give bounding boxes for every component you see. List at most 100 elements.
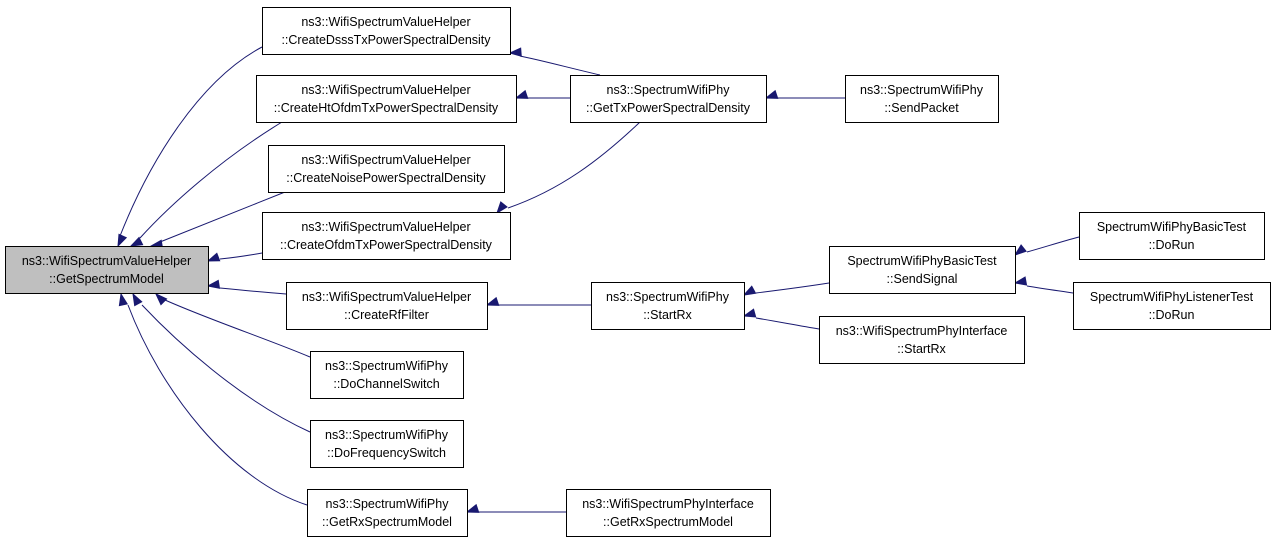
node-getrxspectrummodel[interactable]: ns3::SpectrumWifiPhy::GetRxSpectrumModel (307, 489, 468, 537)
node-label-line2: ::GetRxSpectrumModel (322, 515, 452, 529)
node-label-line1: ns3::WifiSpectrumValueHelper (302, 290, 471, 304)
node-box[interactable] (829, 246, 1016, 294)
edge-createofdm-to-getspectrummodel (219, 252, 263, 260)
node-box[interactable] (1073, 282, 1271, 330)
edges-layer (117, 46, 1080, 513)
node-label-line1: ns3::SpectrumWifiPhy (325, 428, 449, 442)
arrow-head-icon (742, 308, 757, 318)
node-createdsss[interactable]: ns3::WifiSpectrumValueHelper::CreateDsss… (262, 7, 511, 55)
node-label-line2: ::CreateDsssTxPowerSpectralDensity (281, 33, 491, 47)
node-box[interactable] (591, 282, 745, 330)
node-label-line1: ns3::WifiSpectrumValueHelper (301, 83, 470, 97)
node-label-line2: ::CreateRfFilter (344, 308, 429, 322)
node-label-line1: ns3::SpectrumWifiPhy (607, 83, 731, 97)
edge-listenerdorun-to-sendsignal (1026, 285, 1074, 294)
arrow-head-icon (117, 233, 128, 248)
arrow-head-icon (118, 292, 129, 307)
node-createofdm[interactable]: ns3::WifiSpectrumValueHelper::CreateOfdm… (262, 212, 511, 260)
node-box[interactable] (310, 351, 464, 399)
node-box[interactable] (310, 420, 464, 468)
arrow-head-icon (206, 252, 221, 262)
node-label-line1: SpectrumWifiPhyListenerTest (1090, 290, 1254, 304)
edge-gettxpsd-to-createofdm (507, 121, 641, 209)
arrow-head-icon (206, 279, 221, 289)
node-box[interactable] (570, 75, 767, 123)
node-box[interactable] (307, 489, 468, 537)
edge-dofrequencyswitch-to-getspectrummodel (141, 304, 311, 433)
arrow-head-icon (485, 296, 500, 306)
arrow-head-icon (465, 503, 480, 513)
arrow-head-icon (496, 201, 508, 215)
node-label-line2: ::SendPacket (884, 101, 959, 115)
node-label-line2: ::CreateOfdmTxPowerSpectralDensity (280, 238, 493, 252)
node-sendsignal[interactable]: SpectrumWifiPhyBasicTest::SendSignal (829, 246, 1016, 294)
arrow-head-icon (764, 89, 779, 99)
node-box[interactable] (845, 75, 999, 123)
node-label-line2: ::CreateNoisePowerSpectralDensity (286, 171, 486, 185)
node-box[interactable] (819, 316, 1025, 364)
edge-basicdorun-to-sendsignal (1026, 236, 1080, 253)
node-createrffilter[interactable]: ns3::WifiSpectrumValueHelper::CreateRfFi… (286, 282, 488, 330)
node-dofrequencyswitch[interactable]: ns3::SpectrumWifiPhy::DoFrequencySwitch (310, 420, 464, 468)
node-label-line1: ns3::SpectrumWifiPhy (860, 83, 984, 97)
node-label-line2: ::GetRxSpectrumModel (603, 515, 733, 529)
node-label-line2: ::DoRun (1149, 238, 1195, 252)
node-label-line1: ns3::WifiSpectrumValueHelper (301, 153, 470, 167)
arrow-head-icon (1013, 276, 1028, 286)
node-box[interactable] (268, 145, 505, 193)
node-label-line2: ::GetTxPowerSpectralDensity (586, 101, 751, 115)
node-ifacestartrx[interactable]: ns3::WifiSpectrumPhyInterface::StartRx (819, 316, 1025, 364)
arrow-head-icon (1013, 244, 1027, 256)
edge-getrxspectrummodel-to-getspectrummodel (127, 304, 308, 506)
node-box[interactable] (5, 246, 209, 294)
node-label-line2: ::DoFrequencySwitch (327, 446, 446, 460)
edge-createrffilter-to-getspectrummodel (219, 287, 287, 295)
node-label-line1: ns3::WifiSpectrumPhyInterface (836, 324, 1008, 338)
node-label-line1: ns3::WifiSpectrumValueHelper (301, 15, 470, 29)
node-label-line2: ::StartRx (643, 308, 692, 322)
node-dochannelswitch[interactable]: ns3::SpectrumWifiPhy::DoChannelSwitch (310, 351, 464, 399)
edge-createhtofdm-to-getspectrummodel (139, 121, 283, 239)
node-label-line2: ::DoRun (1149, 308, 1195, 322)
node-label-line1: SpectrumWifiPhyBasicTest (1097, 220, 1247, 234)
node-box[interactable] (1079, 212, 1265, 260)
node-label-line1: ns3::WifiSpectrumPhyInterface (582, 497, 754, 511)
node-getspectrummodel[interactable]: ns3::WifiSpectrumValueHelper::GetSpectru… (5, 246, 209, 294)
node-box[interactable] (286, 282, 488, 330)
node-createhtofdm[interactable]: ns3::WifiSpectrumValueHelper::CreateHtOf… (256, 75, 517, 123)
arrow-head-icon (154, 292, 168, 306)
node-basicdorun[interactable]: SpectrumWifiPhyBasicTest::DoRun (1079, 212, 1265, 260)
node-startrx[interactable]: ns3::SpectrumWifiPhy::StartRx (591, 282, 745, 330)
edge-dochannelswitch-to-getspectrummodel (164, 299, 311, 358)
node-listenerdorun[interactable]: SpectrumWifiPhyListenerTest::DoRun (1073, 282, 1271, 330)
node-label-line1: ns3::SpectrumWifiPhy (326, 497, 450, 511)
edge-ifacestartrx-to-startrx (755, 317, 820, 330)
node-box[interactable] (256, 75, 517, 123)
edge-sendsignal-to-startrx (755, 282, 830, 294)
node-label-line2: ::SendSignal (887, 272, 958, 286)
node-label-line1: ns3::WifiSpectrumValueHelper (22, 254, 191, 268)
node-label-line2: ::DoChannelSwitch (333, 377, 439, 391)
node-box[interactable] (262, 212, 511, 260)
node-label-line1: ns3::WifiSpectrumValueHelper (301, 220, 470, 234)
arrow-head-icon (514, 89, 529, 99)
edge-gettxpsd-to-createdsss (519, 55, 601, 76)
node-box[interactable] (566, 489, 771, 537)
node-label-line2: ::GetSpectrumModel (49, 272, 164, 286)
nodes-layer: ns3::WifiSpectrumValueHelper::GetSpectru… (5, 7, 1271, 537)
node-sendpacket[interactable]: ns3::SpectrumWifiPhy::SendPacket (845, 75, 999, 123)
node-label-line1: ns3::SpectrumWifiPhy (606, 290, 730, 304)
node-label-line1: ns3::SpectrumWifiPhy (325, 359, 449, 373)
node-gettxpsd[interactable]: ns3::SpectrumWifiPhy::GetTxPowerSpectral… (570, 75, 767, 123)
arrow-head-icon (129, 236, 144, 247)
arrow-head-icon (508, 47, 522, 57)
arrow-head-icon (132, 292, 143, 307)
node-box[interactable] (262, 7, 511, 55)
node-label-line1: SpectrumWifiPhyBasicTest (847, 254, 997, 268)
node-createnoise[interactable]: ns3::WifiSpectrumValueHelper::CreateNois… (268, 145, 505, 193)
node-label-line2: ::StartRx (897, 342, 946, 356)
edge-createdsss-to-getspectrummodel (119, 46, 263, 237)
edge-createnoise-to-getspectrummodel (159, 191, 286, 243)
node-ifacegetrx[interactable]: ns3::WifiSpectrumPhyInterface::GetRxSpec… (566, 489, 771, 537)
